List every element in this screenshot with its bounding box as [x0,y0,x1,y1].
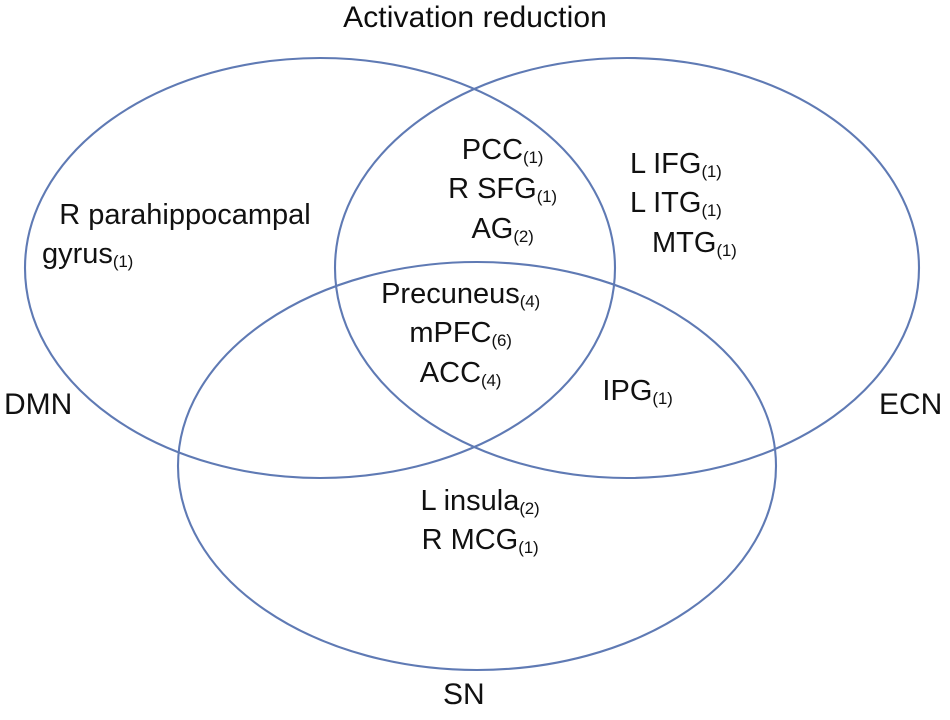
region-item: MTG(1) [630,224,830,263]
dmn-ellipse [23,56,617,480]
region-item: IPG(1) [570,372,705,411]
region-item-count: (1) [701,162,722,181]
region-item-label: IPG [602,375,653,407]
set-label-ecn: ECN [879,388,943,421]
sn-ellipse [176,260,778,672]
region-item: R parahippocampal [20,196,350,235]
region-item: L ITG(1) [630,184,830,223]
ecn-ellipse [333,56,921,480]
region-ecn-only: L IFG(1) L ITG(1) MTG(1) [630,145,830,263]
region-item: R SFG(1) [395,170,610,209]
region-item-count: (1) [701,201,722,221]
region-item-count: (1) [652,389,673,408]
region-item-count: (1) [518,538,539,558]
region-item-label: MTG [652,226,717,259]
region-item-label: Precuneus [381,278,520,310]
region-item: L IFG(1) [630,145,830,184]
region-dmn-ecn: PCC(1) R SFG(1) AG(2) [395,131,610,249]
region-item: mPFC(6) [348,314,573,353]
region-item-count: (1) [523,148,544,167]
region-item-label: L IFG [630,148,702,180]
region-item: L insula(2) [375,482,585,521]
region-item-label: ACC [419,356,482,389]
region-dmn-only: R parahippocampal gyrus(1) [20,196,350,275]
region-item-count: (2) [513,226,534,246]
region-item: R MCG(1) [375,521,585,560]
region-ecn-sn: IPG(1) [570,372,705,411]
region-item-label: AG [471,212,514,245]
region-item: Precuneus(4) [348,275,573,314]
region-item: PCC(1) [395,131,610,170]
region-item: ACC(4) [348,354,573,393]
set-label-sn: SN [443,678,485,711]
set-label-dmn: DMN [4,388,73,421]
region-dmn-ecn-sn: Precuneus(4) mPFC(6) ACC(4) [348,275,573,393]
region-item-label: L ITG [630,187,702,220]
region-item-label: PCC [461,134,524,166]
region-item-count: (4) [481,370,502,390]
region-item-label: R MCG [421,524,519,557]
region-item-count: (6) [491,331,512,351]
region-item-label: R SFG [448,173,537,206]
region-item-label: gyrus [42,238,113,271]
region-item: AG(2) [395,210,610,249]
region-item-count: (1) [716,240,737,260]
region-item-count: (4) [519,292,540,311]
region-item-count: (2) [519,499,540,518]
region-item-label: R parahippocampal [59,199,311,231]
region-item-count: (1) [112,252,134,272]
region-sn-only: L insula(2) R MCG(1) [375,482,585,561]
page-title: Activation reduction [343,1,607,34]
region-item: gyrus(1) [20,235,350,274]
region-item-label: mPFC [409,317,492,350]
region-item-label: L insula [420,485,520,517]
region-item-count: (1) [536,187,557,207]
